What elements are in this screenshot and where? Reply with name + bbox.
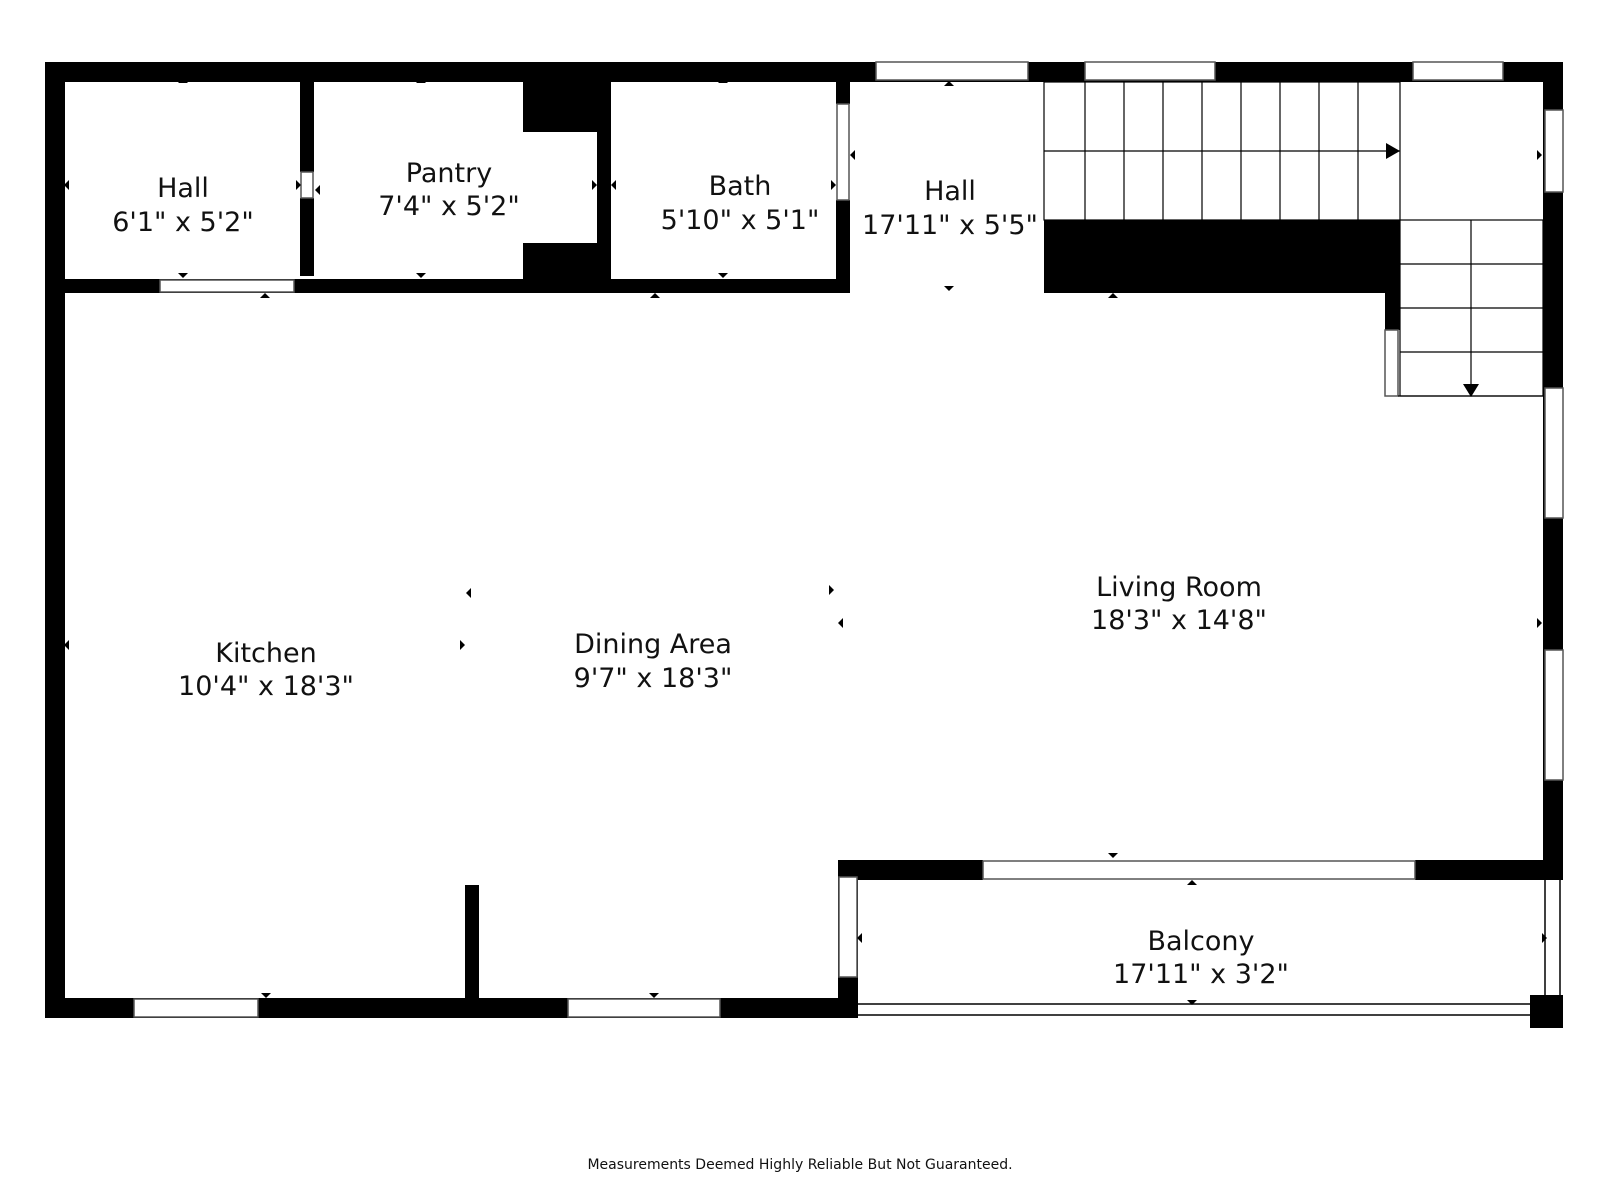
room-name: Pantry (406, 158, 492, 189)
room-living-room: Living Room 18'3" x 14'8" (1091, 572, 1267, 636)
room-name: Living Room (1096, 572, 1262, 603)
window-right-top (1544, 109, 1564, 193)
balcony-railing (857, 880, 1561, 1016)
stair-arrows (1386, 143, 1479, 397)
interior-walls (45, 62, 1400, 1003)
room-dining-area: Dining Area 9'7" x 18'3" (574, 629, 733, 694)
door-hall-bottom (159, 279, 295, 293)
dimension-ticks (64, 78, 1547, 1005)
window-right-low (1544, 649, 1564, 781)
stair-side-wall (1385, 220, 1400, 330)
room-dimensions: 5'10" x 5'1" (661, 205, 820, 236)
room-dimensions: 18'3" x 14'8" (1091, 605, 1267, 636)
room-name: Dining Area (574, 629, 732, 660)
room-dimensions: 17'11" x 5'5" (862, 210, 1038, 241)
wall-pantry-bath (597, 62, 611, 293)
window-balcony-left (838, 876, 858, 978)
room-dimensions: 17'11" x 3'2" (1113, 959, 1289, 990)
stair-arrow-down-icon (1463, 384, 1479, 397)
stair-arrow-right-icon (1386, 143, 1400, 159)
wall-bath-hall-top (836, 62, 850, 104)
wall-bath-hall-bottom (836, 200, 850, 293)
wall-hall-pantry-lower (300, 198, 314, 276)
room-kitchen: Kitchen 10'4" x 18'3" (178, 638, 354, 702)
room-name: Bath (709, 171, 772, 202)
window-bottom-kitchen (133, 998, 259, 1018)
room-hall-east: Hall 17'11" x 5'5" (862, 176, 1038, 241)
room-name: Kitchen (215, 638, 316, 669)
room-dimensions: 9'7" x 18'3" (574, 663, 733, 694)
stair-opening-frame (1384, 329, 1399, 397)
window-top-hall (875, 61, 1029, 81)
room-name: Hall (924, 176, 976, 207)
stair-landing-wall (1044, 220, 1400, 293)
wall-top (45, 62, 1563, 82)
windows (133, 61, 1564, 1018)
window-top-stairs-a (1084, 61, 1216, 81)
room-name: Hall (157, 173, 209, 204)
door-bath-hall (836, 103, 850, 201)
disclaimer-text: Measurements Deemed Highly Reliable But … (587, 1157, 1013, 1173)
pantry-closet-block-bottom (523, 243, 607, 293)
room-dimensions: 7'4" x 5'2" (378, 191, 520, 222)
room-dimensions: 10'4" x 18'3" (178, 671, 354, 702)
room-balcony: Balcony 17'11" x 3'2" (1113, 926, 1289, 990)
door-hall-pantry (300, 171, 314, 199)
pantry-closet-block-top (523, 62, 607, 132)
balcony-corner-post (1530, 995, 1563, 1028)
wall-hall-pantry (300, 62, 314, 172)
room-hall-west: Hall 6'1" x 5'2" (112, 173, 254, 238)
room-pantry: Pantry 7'4" x 5'2" (378, 158, 520, 222)
room-dimensions: 6'1" x 5'2" (112, 207, 254, 238)
room-bath: Bath 5'10" x 5'1" (661, 171, 820, 236)
wall-left (45, 62, 65, 1018)
window-bottom-dining (567, 998, 721, 1018)
wall-living-bottom-b (1415, 860, 1563, 880)
window-right-mid (1544, 387, 1564, 519)
kitchen-dining-partition (465, 885, 479, 1003)
door-balcony-slider (982, 860, 1416, 880)
wall-living-bottom-a (838, 860, 983, 880)
room-name: Balcony (1147, 926, 1254, 957)
window-top-stairs-b (1412, 61, 1504, 81)
